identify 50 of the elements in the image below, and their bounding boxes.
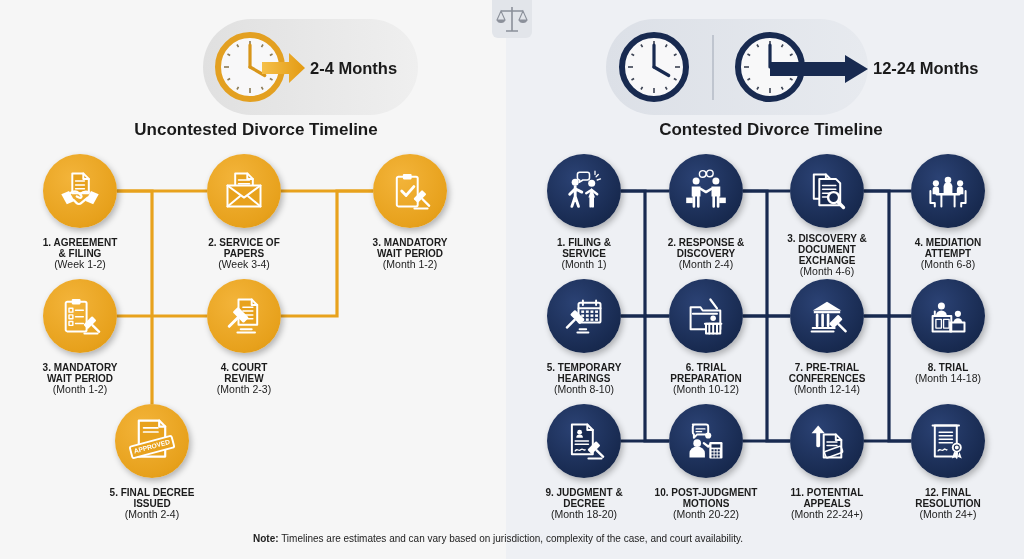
connector-line — [117, 189, 154, 404]
step-duration: (Month 2-3) — [215, 384, 273, 395]
connector-line — [621, 314, 669, 443]
step-duration: (Month 22-24+) — [789, 509, 865, 520]
duration-label: 2-4 Months — [310, 59, 398, 78]
step-title: 9. JUDGMENT & DECREE — [544, 487, 624, 509]
step-title: 4. COURT REVIEW — [219, 362, 269, 384]
step-title: 2. RESPONSE & DISCOVERY — [666, 237, 746, 259]
connector-line — [621, 189, 669, 318]
step-title: 3. MANDATORY WAIT PERIOD — [371, 237, 449, 259]
step-duration: (Month 1-2) — [381, 259, 439, 270]
step-duration: (Month 6-8) — [919, 259, 977, 270]
step-title: 4. MEDIATION ATTEMPT — [913, 237, 983, 259]
step-title: 5. TEMPORARY HEARINGS — [545, 362, 623, 384]
panel-heading: Contested Divorce Timeline — [659, 120, 883, 140]
step-title: 10. POST-JUDGMENT MOTIONS — [653, 487, 759, 509]
connector-line — [743, 189, 790, 318]
connector-line — [743, 314, 790, 443]
duration-label: 12-24 Months — [873, 59, 979, 78]
step-duration: (Month 8-10) — [552, 384, 616, 395]
step-duration: (Month 2-4) — [123, 509, 181, 520]
panel-heading: Uncontested Divorce Timeline — [134, 120, 378, 140]
step-title: 5. FINAL DECREE ISSUED — [108, 487, 196, 509]
step-duration: (Month 12-14) — [793, 384, 861, 395]
step-title: 11. POTENTIAL APPEALS — [789, 487, 865, 509]
step-duration: (Month 14-18) — [914, 373, 982, 384]
step-title: 12. FINAL RESOLUTION — [914, 487, 982, 509]
step-title: 1. AGREEMENT & FILING — [41, 237, 119, 259]
step-title: 3. MANDATORY WAIT PERIOD — [41, 362, 119, 384]
step-duration: (Month 18-20) — [550, 509, 618, 520]
step-title: 8. TRIAL — [926, 362, 970, 373]
step-title: 1. FILING & SERVICE — [556, 237, 612, 259]
step-duration: (Month 20-22) — [672, 509, 740, 520]
step-title: 7. PRE-TRIAL CONFERENCES — [787, 362, 867, 384]
connector-line — [117, 314, 207, 318]
step-duration: (Month 24+) — [918, 509, 978, 520]
connector-line — [864, 189, 911, 318]
connector-line — [281, 189, 373, 318]
note-text: Note: Timelines are estimates and can vary based on jurisdiction, complexity of the case, and court availability. — [252, 533, 744, 545]
step-title: 2. SERVICE OF PAPERS — [207, 237, 281, 259]
step-duration: (Month 10-12) — [672, 384, 740, 395]
step-duration: (Week 3-4) — [217, 259, 271, 270]
step-duration: (Month 2-4) — [677, 259, 735, 270]
step-duration: (Month 1-2) — [51, 384, 109, 395]
step-duration: (Month 4-6) — [798, 266, 856, 277]
connector-line — [864, 314, 911, 443]
step-title: 6. TRIAL PREPARATION — [669, 362, 743, 384]
step-duration: (Week 1-2) — [53, 259, 107, 270]
step-title: 3. DISCOVERY & DOCUMENT EXCHANGE — [786, 233, 868, 266]
step-duration: (Month 1) — [560, 259, 608, 270]
